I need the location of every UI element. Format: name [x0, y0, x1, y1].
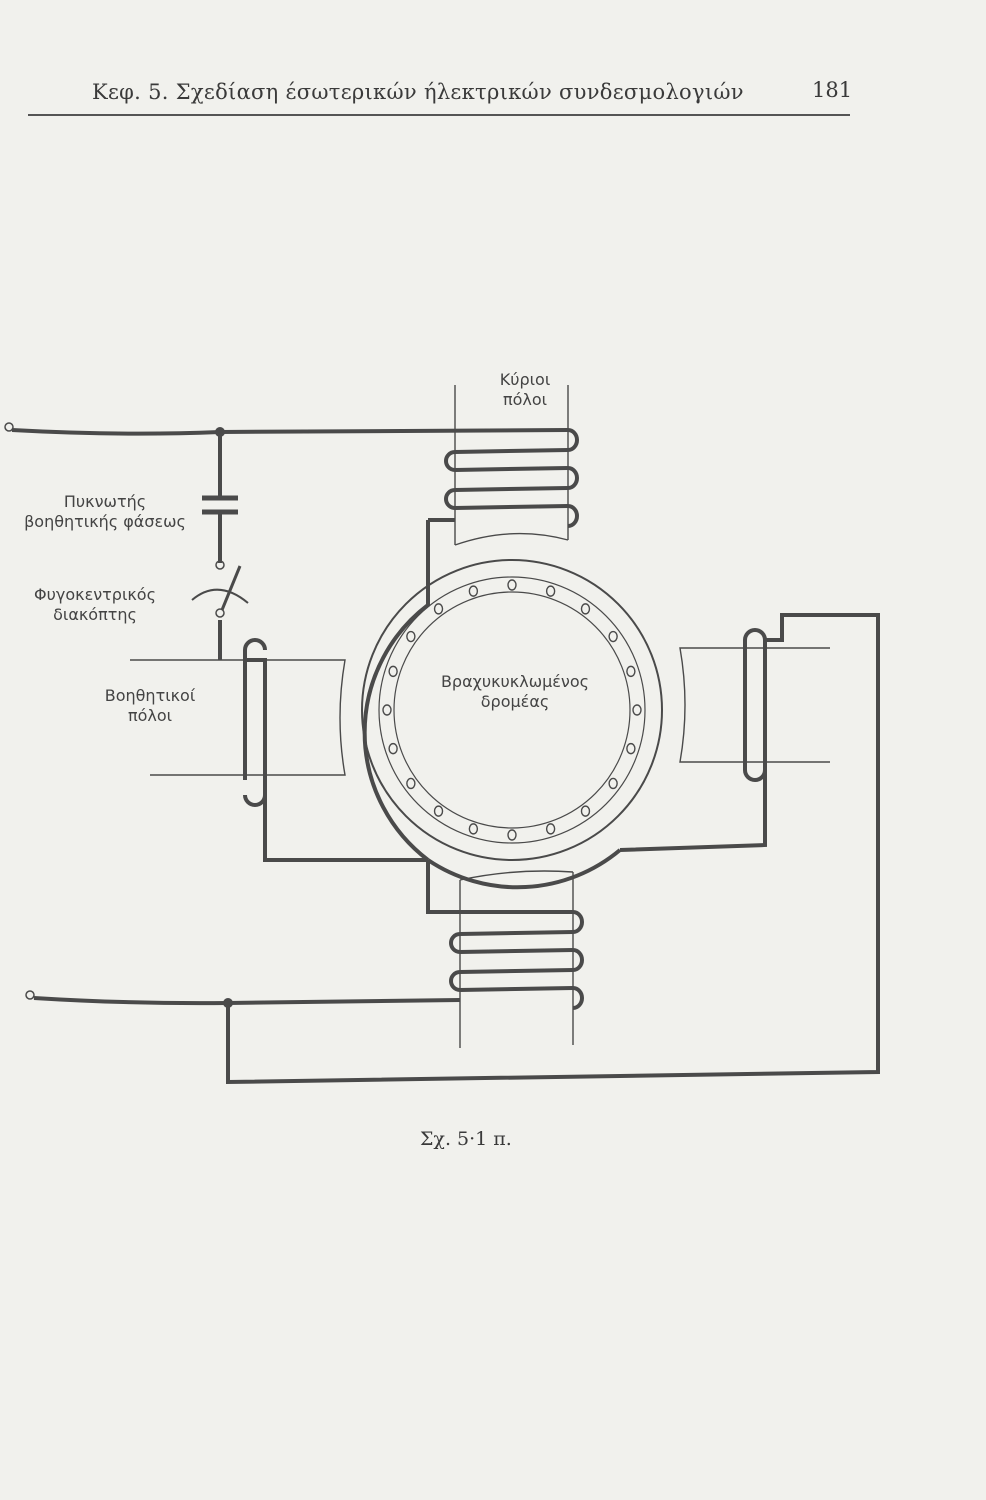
rotor-bar	[626, 742, 636, 755]
rotor-bar	[433, 603, 444, 615]
rotor-bar	[580, 603, 591, 615]
rotor-bar	[406, 630, 416, 643]
rotor-bar	[608, 630, 618, 643]
capacitor-symbol	[202, 495, 238, 515]
rotor-bar	[608, 777, 618, 790]
label-capacitor-line1: Πυκνωτής	[63, 492, 147, 511]
label-aux-poles-line1: Βοηθητικοί	[104, 686, 196, 705]
rotor-bar	[388, 742, 398, 755]
rotor-bar	[632, 704, 642, 716]
stator-bore	[361, 559, 663, 861]
rotor-bar	[626, 665, 636, 678]
rotor-bar	[580, 805, 591, 817]
rotor-bar	[507, 829, 517, 841]
label-aux-poles-line2: πόλοι	[127, 706, 173, 725]
label-capacitor-line2: βοηθητικής φάσεως	[24, 512, 186, 531]
label-capacitor: Πυκνωτής βοηθητικής φάσεως	[10, 492, 200, 532]
label-rotor-line1: Βραχυκυκλωμένος	[440, 672, 590, 691]
label-switch-line1: Φυγοκεντρικός	[34, 585, 156, 604]
rotor-bar	[545, 585, 556, 597]
left-aux-coil	[243, 638, 267, 807]
label-rotor-line2: δρομέας	[480, 692, 550, 711]
rotor-bar	[388, 665, 398, 678]
supply-wires	[11, 428, 880, 1085]
rotor-bars	[382, 579, 642, 841]
terminal-bottom-icon	[25, 990, 35, 1000]
rotor-bar	[545, 823, 556, 835]
label-rotor: Βραχυκυκλωμένος δρομέας	[400, 672, 630, 712]
label-aux-poles: Βοηθητικοί πόλοι	[80, 686, 220, 726]
label-main-poles: Κύριοι πόλοι	[470, 370, 580, 410]
label-switch-line2: διακόπτης	[53, 605, 137, 624]
rotor-bar	[507, 579, 517, 591]
rotor-bar	[468, 823, 479, 835]
rotor-bar	[382, 704, 392, 716]
rotor-bar	[468, 585, 479, 597]
figure-caption: Σχ. 5·1 π.	[420, 1128, 512, 1150]
bottom-main-pole	[459, 870, 574, 1048]
rotor-outer	[378, 576, 646, 844]
left-aux-pole	[130, 659, 346, 776]
bottom-main-coil	[426, 860, 584, 1010]
rotor-bar	[406, 777, 416, 790]
label-switch: Φυγοκεντρικός διακόπτης	[10, 585, 180, 625]
label-main-poles-line1: Κύριοι	[499, 370, 551, 389]
page-number: 181	[812, 78, 853, 102]
header-rule	[28, 114, 850, 116]
junction-dots	[215, 427, 233, 1008]
right-aux-coil	[743, 628, 767, 782]
centrifugal-switch-symbol	[191, 560, 249, 618]
rotor-inner	[393, 591, 631, 829]
label-main-poles-line2: πόλοι	[502, 390, 548, 409]
running-header: Κεφ. 5. Σχεδίαση έσωτερικών ήλεκτρικών σ…	[92, 80, 744, 104]
rotor-bar	[433, 805, 444, 817]
terminal-top-icon	[4, 422, 14, 432]
terminals	[4, 422, 35, 1000]
right-aux-pole	[679, 647, 830, 763]
top-main-coil	[219, 427, 579, 528]
